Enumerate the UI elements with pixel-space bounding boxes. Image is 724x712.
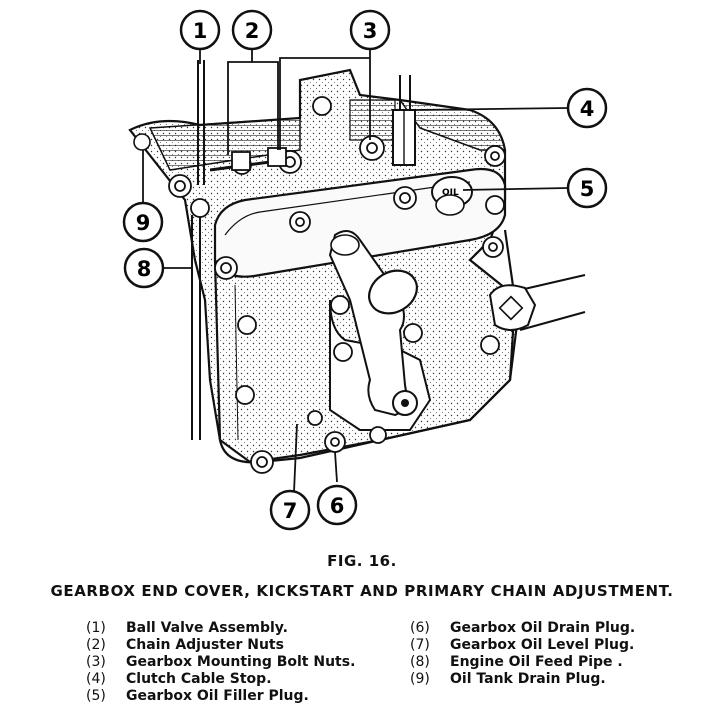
legend-text: Clutch Cable Stop. (126, 671, 272, 687)
gearbox-illustration: OIL 1 2 3 4 5 6 7 8 (122, 9, 608, 531)
legend-left: (1) Ball Valve Assembly. (2) Chain Adjuste… (86, 620, 355, 705)
legend-item: (2) Chain Adjuster Nuts (86, 637, 355, 654)
oil-mark: OIL (442, 188, 459, 198)
svg-text:3: 3 (363, 19, 378, 43)
legend-item: (6) Gearbox Oil Drain Plug. (410, 620, 635, 637)
engine-oil-feed-pipe (191, 60, 205, 440)
legend-text: Chain Adjuster Nuts (126, 637, 284, 653)
callout-circle-3: 3 (349, 9, 391, 51)
svg-text:6: 6 (330, 494, 345, 518)
figure-title: GEARBOX END COVER, KICKSTART AND PRIMARY… (50, 582, 674, 600)
legend-number: (1) (86, 620, 106, 636)
oil-filler-plug: OIL (431, 176, 473, 216)
legend-number: (9) (410, 671, 430, 687)
callout-circle-2: 2 (231, 9, 273, 51)
callout-circle-4: 4 (566, 87, 608, 129)
callout-circle-8: 8 (123, 247, 165, 289)
figure-label: FIG. 16. (327, 552, 397, 570)
legend-number: (6) (410, 620, 430, 636)
callout-circle-1: 1 (179, 9, 221, 51)
callout-circle-5: 5 (566, 167, 608, 209)
legend-number: (8) (410, 654, 430, 670)
svg-text:2: 2 (245, 19, 260, 43)
svg-text:9: 9 (136, 211, 151, 235)
svg-text:4: 4 (580, 97, 595, 121)
legend-text: Gearbox Oil Drain Plug. (450, 620, 636, 636)
legend-number: (7) (410, 637, 430, 653)
legend-number: (2) (86, 637, 106, 653)
kickstart-lever (328, 230, 432, 431)
svg-text:8: 8 (137, 257, 152, 281)
legend-right: (6) Gearbox Oil Drain Plug. (7) Gearbox Oi… (410, 620, 635, 688)
clutch-cable (392, 75, 416, 166)
legend-number: (4) (86, 671, 106, 687)
svg-text:5: 5 (580, 177, 595, 201)
callout-circle-6: 6 (316, 484, 358, 526)
legend-text: Ball Valve Assembly. (126, 620, 288, 636)
callout-circle-7: 7 (269, 489, 311, 531)
legend-number: (5) (86, 688, 106, 704)
chain-adjuster (133, 133, 287, 172)
legend-item: (4) Clutch Cable Stop. (86, 671, 355, 688)
legend-item: (3) Gearbox Mounting Bolt Nuts. (86, 654, 355, 671)
legend-text: Gearbox Oil Filler Plug. (126, 688, 309, 704)
legend-item: (7) Gearbox Oil Level Plug. (410, 637, 635, 654)
legend-item: (8) Engine Oil Feed Pipe . (410, 654, 635, 671)
svg-text:1: 1 (193, 19, 208, 43)
legend-item: (9) Oil Tank Drain Plug. (410, 671, 635, 688)
svg-text:7: 7 (283, 499, 298, 523)
gearbox-housing (128, 68, 522, 464)
leader-lines (142, 48, 569, 493)
legend-item: (1) Ball Valve Assembly. (86, 620, 355, 637)
legend-text: Gearbox Oil Level Plug. (450, 637, 635, 653)
legend-item: (5) Gearbox Oil Filler Plug. (86, 688, 355, 705)
callout-circle-9: 9 (122, 201, 164, 243)
legend-text: Oil Tank Drain Plug. (450, 671, 606, 687)
legend-text: Engine Oil Feed Pipe . (450, 654, 623, 670)
bolt-heads (168, 96, 506, 474)
legend-number: (3) (86, 654, 106, 670)
spanner (488, 274, 586, 331)
legend-text: Gearbox Mounting Bolt Nuts. (126, 654, 356, 670)
